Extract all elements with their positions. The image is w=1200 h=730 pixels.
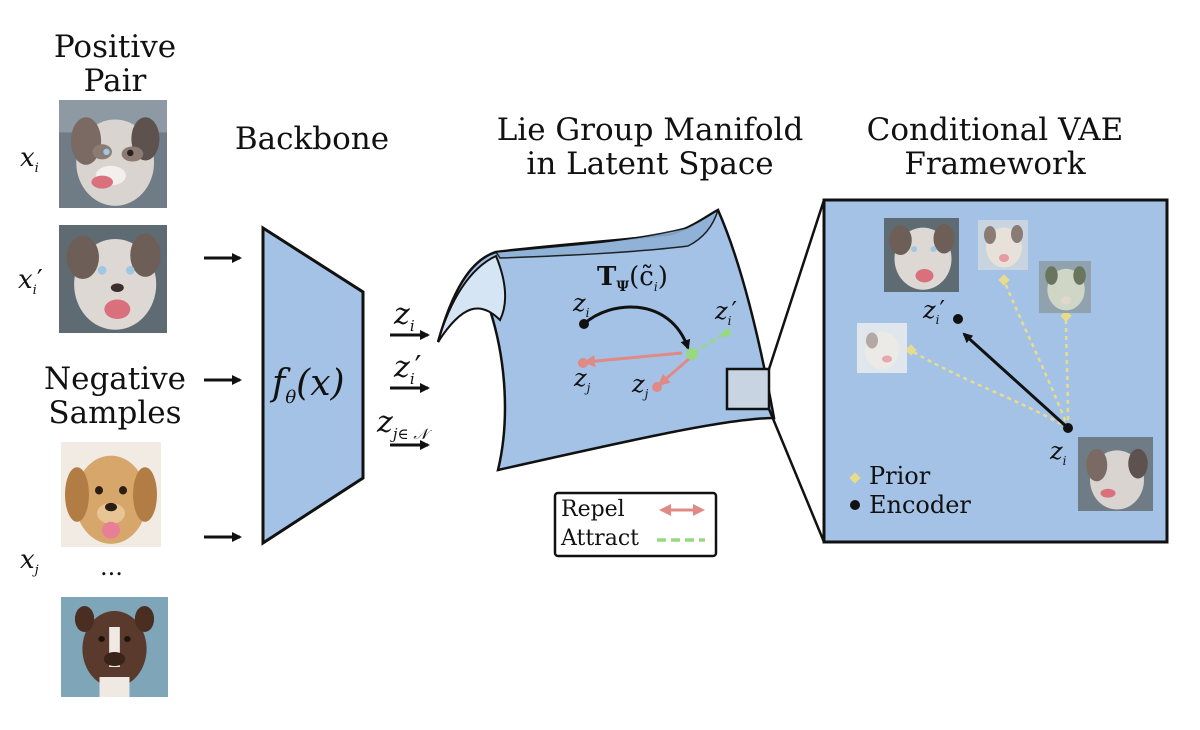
title-positive-pair: Positive Pair	[53, 29, 177, 99]
title-manifold: Lie Group Manifold in Latent Space	[496, 112, 804, 182]
image-positive-xi	[59, 100, 167, 208]
legend-attract-label: Attract	[561, 526, 639, 551]
zoom-box	[725, 367, 771, 411]
cvae-zi-prime-point	[953, 314, 963, 324]
image-positive-xi-prime	[59, 225, 167, 333]
label-xi: xi	[20, 143, 39, 177]
manifold-surface	[436, 208, 776, 472]
cvae-zi-point	[1063, 423, 1073, 433]
title-cvae: Conditional VAE Framework	[866, 112, 1124, 182]
embed-label-zj-set: zj∈ 𝒩	[377, 405, 428, 443]
cvae-image-1	[884, 218, 959, 292]
cvae-image-2	[978, 220, 1028, 270]
transform-arrow	[582, 305, 691, 350]
encoder-arrow	[962, 332, 1070, 430]
legend-encoder-marker	[850, 500, 860, 510]
cvae-legend-encoder: Encoder	[869, 491, 971, 519]
manifold-zi-prime-point	[723, 329, 731, 337]
zoom-line-bottom	[767, 408, 826, 543]
image-negative-1	[61, 442, 161, 547]
prior-paths	[911, 279, 1070, 430]
title-negative-samples: Negative Samples	[43, 361, 187, 431]
manifold-center-point	[686, 348, 698, 360]
manifold-label-zj2: zj	[632, 370, 649, 401]
cvae-label-zi: zi	[1050, 437, 1067, 468]
cvae-label-zi-prime: zi′	[923, 296, 945, 327]
legend-prior-marker	[849, 472, 861, 484]
repel-arrow-2	[657, 356, 691, 386]
prior-marker-3	[1060, 310, 1072, 322]
image-negative-2	[61, 597, 168, 697]
cvae-image-3	[1039, 261, 1091, 313]
manifold-zj2-point	[652, 382, 662, 392]
zoom-line-top	[767, 199, 826, 370]
backbone-trapezoid	[261, 225, 365, 546]
backbone-label: fθ(x)	[272, 363, 345, 409]
manifold-label-zi-prime: zi′	[715, 297, 737, 328]
cvae-image-5	[1078, 437, 1153, 511]
prior-marker-2	[998, 274, 1010, 286]
title-backbone: Backbone	[234, 121, 390, 157]
manifold-label-zj1: zj	[574, 364, 591, 395]
manifold-zj1-point	[578, 358, 588, 368]
cvae-legend-prior: Prior	[869, 462, 931, 490]
repel-arrow	[583, 351, 683, 368]
label-xj: xj	[20, 545, 39, 579]
legend-repel-label: Repel	[561, 497, 625, 522]
embed-label-zi-prime: zi′	[394, 350, 422, 388]
negative-ellipsis: ...	[100, 553, 123, 581]
embed-label-zi: zi	[394, 297, 415, 335]
manifold-label-zi: zi	[573, 289, 590, 320]
cvae-image-4	[857, 323, 907, 373]
attract-line	[692, 332, 725, 355]
prior-marker-1	[905, 344, 917, 356]
label-xi-prime: xi′	[18, 265, 43, 299]
transform-label: TΨ(c̃i)	[597, 262, 668, 296]
